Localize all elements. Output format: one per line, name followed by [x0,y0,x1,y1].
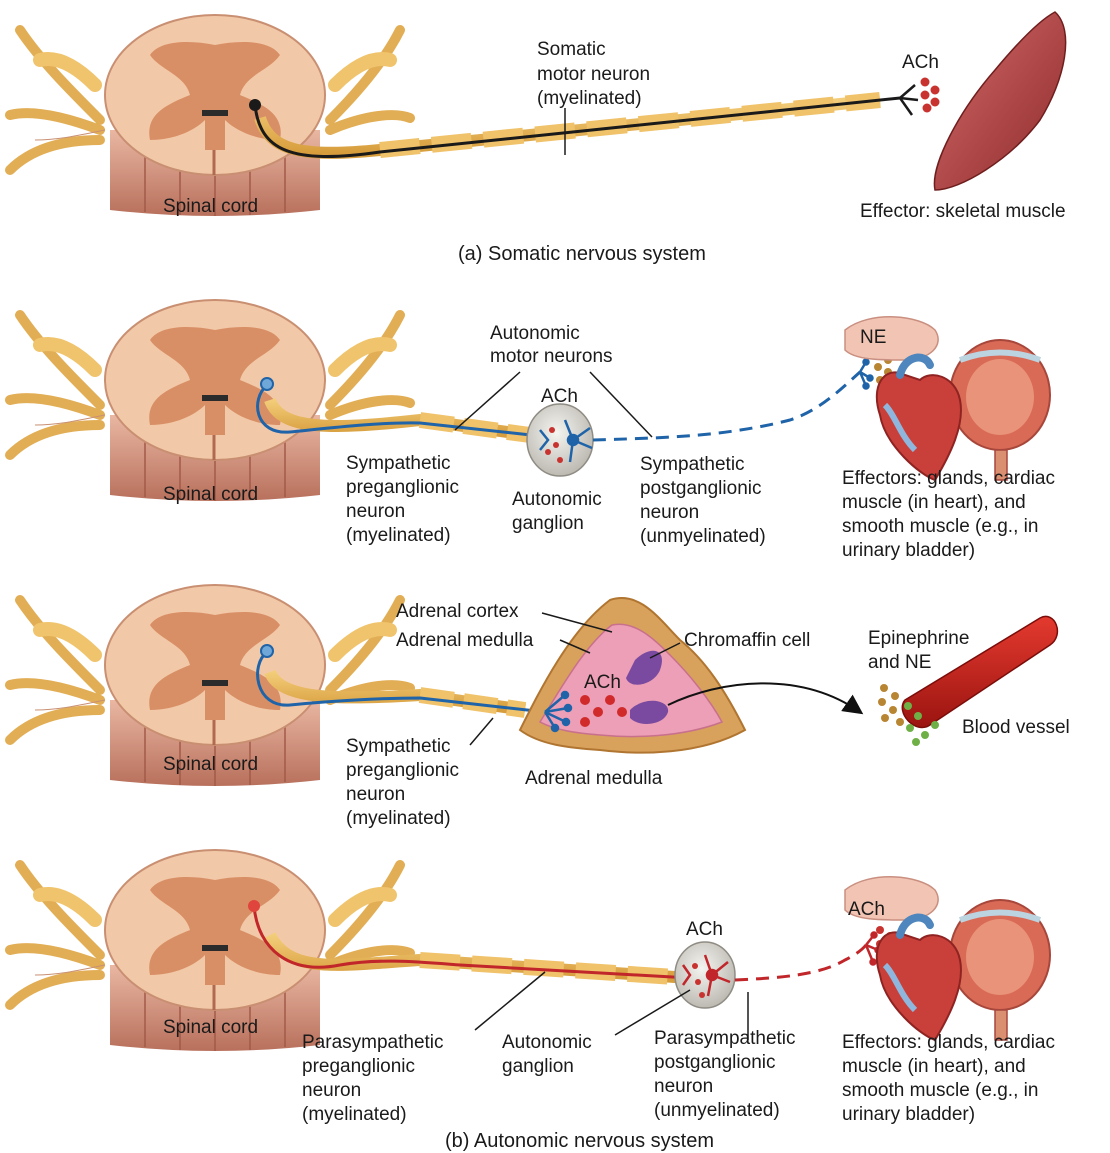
autonomic-ganglion-para [675,942,735,1008]
sym-post-label-4: (unmyelinated) [640,526,766,547]
hormones-label-2: and NE [868,652,931,673]
para-preganglionic-cell-body [248,900,260,912]
para-effectors-1: Effectors: glands, cardiac [842,1032,1055,1053]
ach-label-adrenal: ACh [584,672,621,693]
adrenal-medulla-label: Adrenal medulla [396,630,534,651]
autonomic-motor-label-1: Autonomic [490,323,580,344]
para-ganglion-label-1: Autonomic [502,1032,592,1053]
sym-effectors-3: smooth muscle (e.g., in [842,516,1038,537]
spinal-cord-cross-section [10,15,410,216]
sym-pre-label-1: Sympathetic [346,453,451,474]
somatic-neuron-cell-body [249,99,261,111]
sym-pre-label-3: neuron [346,501,405,522]
autonomic-motor-label-2: motor neurons [490,346,613,367]
panel-parasympathetic: Spinal cord ACh ACh Parasympathetic preg… [10,850,1055,1125]
sym-pre-label-4: (myelinated) [346,525,451,546]
para-postganglionic-axon [735,945,866,980]
sympathetic-postganglionic-axon [593,372,860,440]
somatic-label-line2: motor neuron [537,64,650,85]
autonomic-ganglion [527,404,593,476]
ach-label-para-effector: ACh [848,899,885,920]
preganglionic-cell-body [261,378,273,390]
adrenal-cortex-label: Adrenal cortex [396,601,519,622]
spinal-cord-label-b2: Spinal cord [163,754,258,775]
ganglion-label-1: Autonomic [512,489,602,510]
ach-vesicles-a [921,78,940,113]
chromaffin-label: Chromaffin cell [684,630,810,651]
sym-effectors-1: Effectors: glands, cardiac [842,468,1055,489]
skeletal-muscle [934,12,1065,190]
sympathetic-axon-terminals [860,360,873,389]
somatic-label-line1: Somatic [537,39,606,60]
panel-sympathetic: Spinal cord Autonomic motor neurons ACh … [10,300,1055,561]
caption-a: (a) Somatic nervous system [458,243,706,265]
spinal-cord-label-b1: Spinal cord [163,484,258,505]
adr-pre-label-3: neuron [346,784,405,805]
caption-b: (b) Autonomic nervous system [445,1130,714,1152]
sym-pre-label-2: preganglionic [346,477,459,498]
adrenal-preganglionic-cell-body [261,645,273,657]
panel-adrenal: Spinal cord Adrenal cortex Adrenal medul… [10,585,1070,829]
para-pre-label-1: Parasympathetic [302,1032,444,1053]
ganglion-label-2: ganglion [512,513,584,534]
ach-label-a: ACh [902,52,939,73]
hormones-label-1: Epinephrine [868,628,969,649]
adr-pre-label-1: Sympathetic [346,736,451,757]
para-post-label-2: postganglionic [654,1052,775,1073]
adr-pre-label-2: preganglionic [346,760,459,781]
adrenal-medulla-caption: Adrenal medulla [525,768,663,789]
para-effectors-2: muscle (in heart), and [842,1056,1026,1077]
adr-pre-label-4: (myelinated) [346,808,451,829]
para-effectors-3: smooth muscle (e.g., in [842,1080,1038,1101]
ach-label-para-ganglion: ACh [686,919,723,940]
blood-vessel-label: Blood vessel [962,717,1070,738]
para-post-label-3: neuron [654,1076,713,1097]
effector-label-a: Effector: skeletal muscle [860,201,1066,222]
sym-post-label-1: Sympathetic [640,454,745,475]
somatic-axon-terminals [900,85,918,115]
ne-label: NE [860,327,886,348]
spinal-cord-label-b3: Spinal cord [163,1017,258,1038]
para-pre-label-4: (myelinated) [302,1104,407,1125]
spinal-cord-label-a: Spinal cord [163,196,258,217]
para-ganglion-label-2: ganglion [502,1056,574,1077]
ach-label-ganglion-b1: ACh [541,386,578,407]
para-effectors-4: urinary bladder) [842,1104,975,1125]
para-pre-label-2: preganglionic [302,1056,415,1077]
panel-somatic: Spinal cord Somatic motor neuron (myelin… [10,12,1066,265]
para-post-label-4: (unmyelinated) [654,1100,780,1121]
para-pre-label-3: neuron [302,1080,361,1101]
sym-effectors-4: urinary bladder) [842,540,975,561]
para-post-label-1: Parasympathetic [654,1028,796,1049]
sym-post-label-2: postganglionic [640,478,761,499]
sym-post-label-3: neuron [640,502,699,523]
sym-effectors-2: muscle (in heart), and [842,492,1026,513]
somatic-label-line3: (myelinated) [537,88,642,109]
